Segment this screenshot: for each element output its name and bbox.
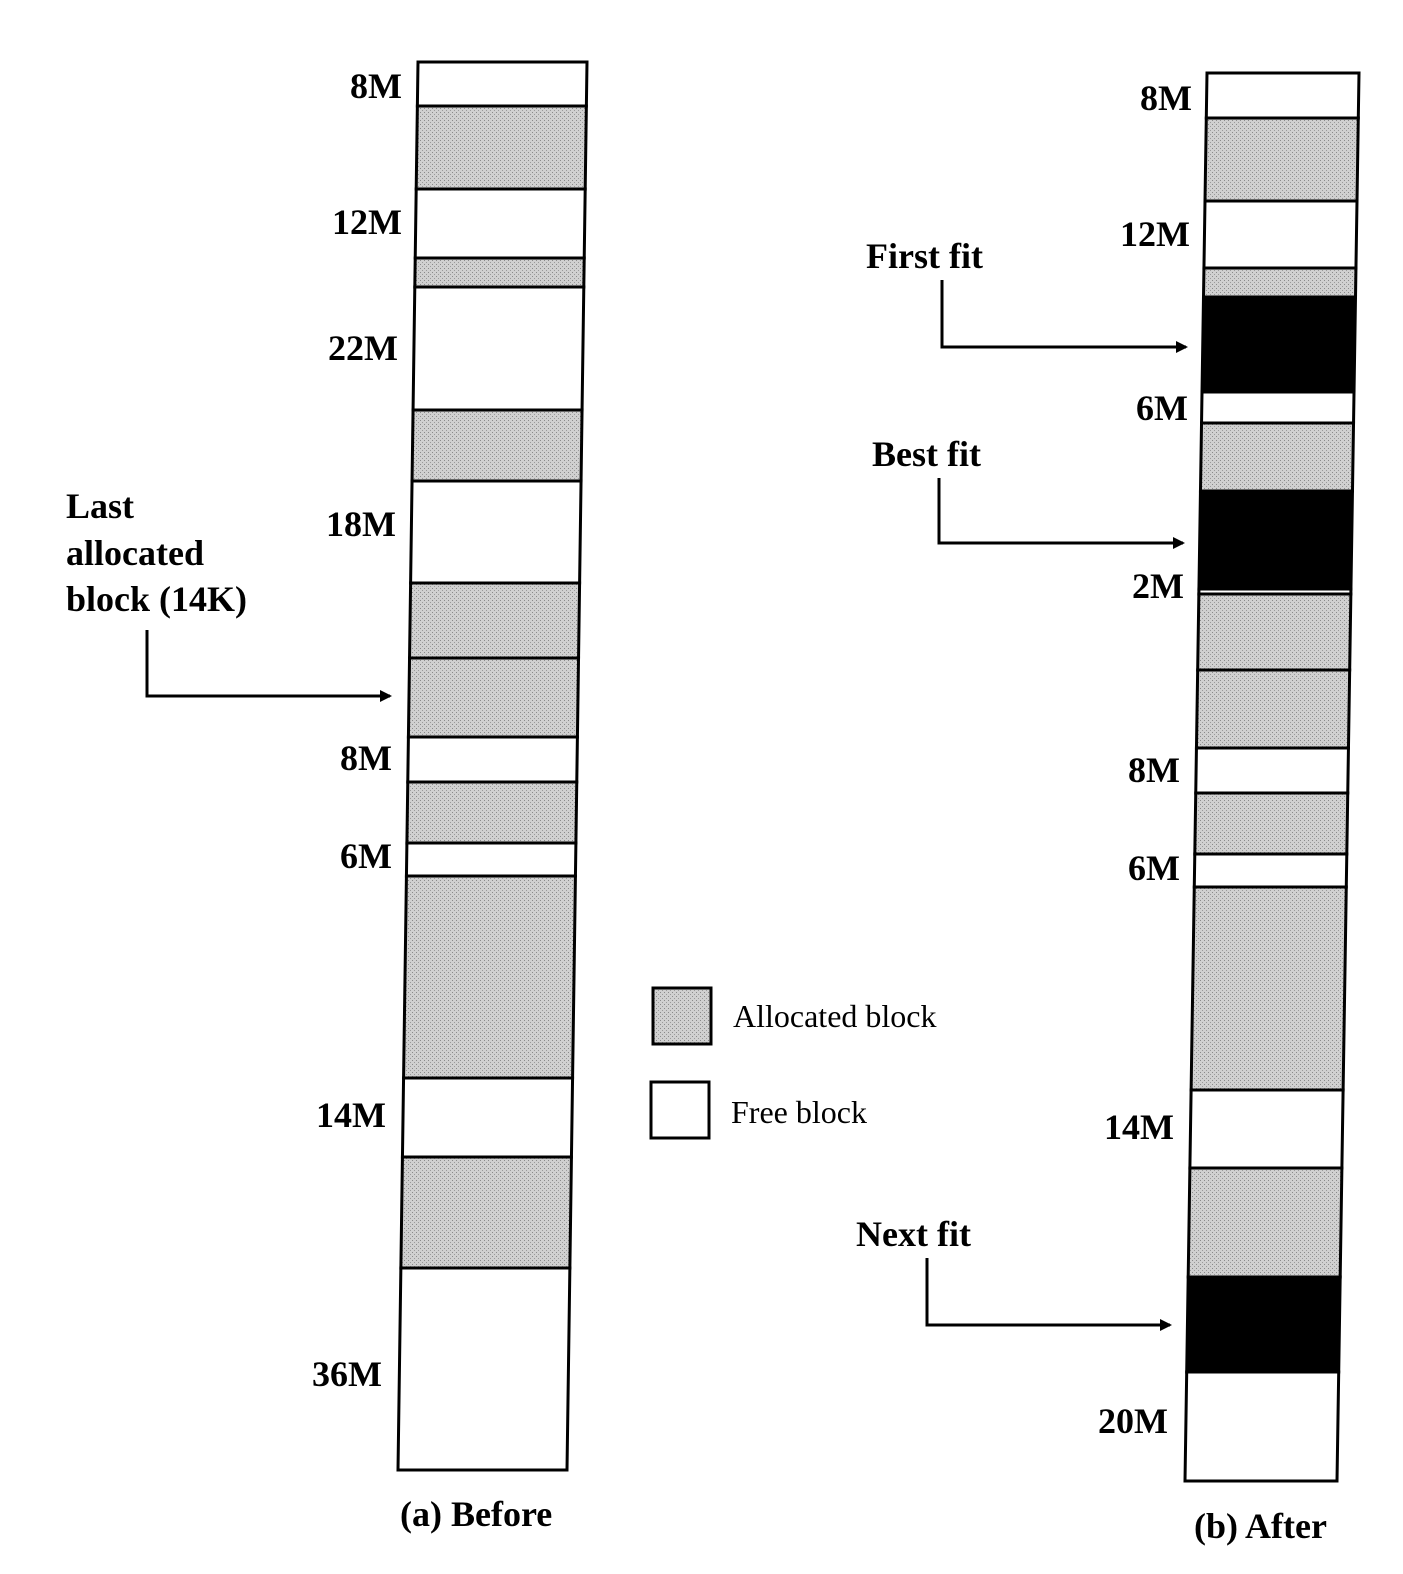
after-size-label: 6M: [1136, 388, 1188, 428]
before-allocated-block: [402, 874, 577, 1080]
after-free-block: [1194, 746, 1350, 795]
after-size-label: 8M: [1140, 78, 1192, 118]
before-allocated-block: [406, 656, 581, 739]
before-size-label: 8M: [340, 738, 392, 778]
first-fit-arrow: [940, 280, 1188, 353]
after-size-label: 12M: [1120, 214, 1190, 254]
last-allocated-label: allocated: [66, 533, 204, 573]
after-allocated-block: [1201, 266, 1358, 299]
before-free-block: [415, 60, 589, 108]
after-free-block: [1188, 1088, 1345, 1170]
before-free-block: [409, 479, 583, 585]
before-allocated-block: [408, 581, 582, 660]
before-size-label: 14M: [316, 1095, 386, 1135]
next-fit-label: Next fit: [856, 1214, 971, 1254]
legend-free-swatch: [649, 1080, 711, 1140]
before-size-label: 22M: [328, 328, 398, 368]
best-fit-arrow: [937, 478, 1185, 549]
before-free-block: [404, 841, 578, 878]
after-free-block: [1200, 390, 1356, 425]
after-free-block: [1202, 199, 1359, 270]
after-size-label: 2M: [1132, 566, 1184, 606]
after-allocated-block: [1189, 885, 1348, 1092]
before-free-block: [411, 285, 586, 412]
before-caption: (a) Before: [400, 1494, 553, 1534]
legend-free-label: Free block: [731, 1094, 867, 1130]
after-size-label: 20M: [1098, 1401, 1168, 1441]
after-newly-allocated-block: [1200, 295, 1358, 394]
legend-allocated-swatch: [651, 986, 713, 1046]
after-newly-allocated-block: [1185, 1275, 1342, 1374]
after-size-label: 6M: [1128, 848, 1180, 888]
last-allocated-label: block (14K): [66, 579, 248, 619]
before-allocated-block: [413, 256, 586, 289]
before-size-label: 36M: [312, 1354, 382, 1394]
after-allocated-block: [1198, 421, 1356, 493]
after-free-block: [1204, 71, 1361, 120]
before-free-block: [413, 187, 587, 260]
before-size-label: 6M: [340, 836, 392, 876]
last-allocated-label: Last: [66, 486, 135, 526]
before-allocated-block: [410, 408, 584, 483]
best-fit-label: Best fit: [872, 434, 981, 474]
legend-allocated-label: Allocated block: [733, 998, 937, 1034]
before-size-label: 12M: [332, 202, 402, 242]
after-free-block: [1192, 852, 1349, 889]
after-memory-column: [1183, 71, 1361, 1483]
before-free-block: [400, 1076, 575, 1159]
after-size-label: 8M: [1128, 750, 1180, 790]
after-caption: (b) After: [1194, 1506, 1327, 1546]
after-allocated-block: [1193, 791, 1350, 856]
before-size-label: 8M: [350, 66, 402, 106]
after-allocated-block: [1196, 592, 1353, 672]
before-memory-column: [396, 60, 589, 1472]
after-allocated-block: [1186, 1166, 1344, 1279]
before-size-label: 18M: [326, 504, 396, 544]
next-fit-arrow: [925, 1258, 1172, 1331]
before-free-block: [396, 1266, 572, 1472]
before-free-block: [406, 735, 579, 784]
after-size-label: 14M: [1104, 1107, 1174, 1147]
before-allocated-block: [405, 780, 579, 845]
before-allocated-block: [414, 104, 588, 191]
after-newly-allocated-block: [1197, 489, 1354, 591]
last-allocated-arrow: [145, 630, 392, 702]
first-fit-label: First fit: [866, 236, 983, 276]
after-allocated-block: [1194, 668, 1352, 750]
before-allocated-block: [399, 1155, 573, 1270]
after-free-block: [1183, 1370, 1341, 1483]
after-allocated-block: [1203, 116, 1360, 203]
